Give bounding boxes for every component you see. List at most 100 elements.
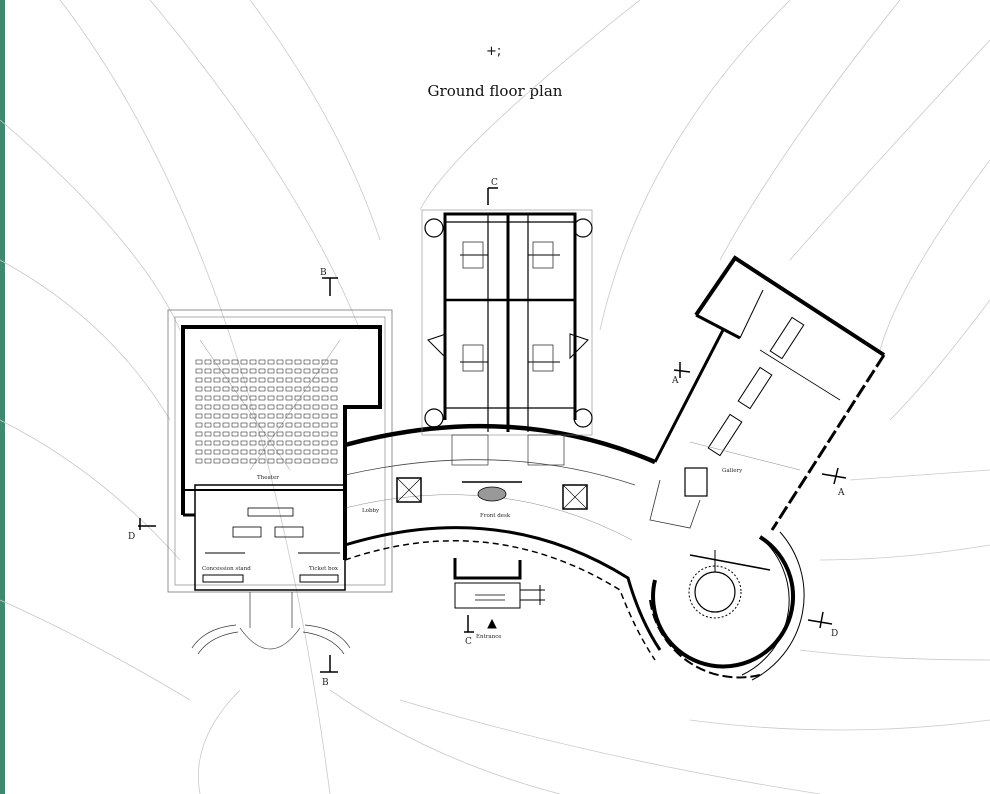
- theater-seat: [204, 422, 212, 428]
- theater-seat: [267, 395, 275, 401]
- theater-seat: [285, 458, 293, 464]
- theater-seat: [204, 440, 212, 446]
- theater-seat: [285, 413, 293, 419]
- gallery-wing: [649, 255, 886, 531]
- room-label-theater: Theater: [257, 475, 279, 481]
- theater-seat: [258, 431, 266, 437]
- theater-seat: [303, 395, 311, 401]
- theater-seat: [240, 458, 248, 464]
- theater-seat: [294, 440, 302, 446]
- theater-seat: [195, 458, 203, 464]
- theater-seat: [249, 440, 257, 446]
- theater-seat: [321, 413, 329, 419]
- theater-seat: [231, 368, 239, 374]
- theater-seat: [240, 404, 248, 410]
- theater-seat: [231, 386, 239, 392]
- theater-seat: [285, 422, 293, 428]
- theater-seat: [312, 449, 320, 455]
- theater-seat: [321, 422, 329, 428]
- theater-seat: [213, 458, 221, 464]
- theater-seat: [231, 377, 239, 383]
- theater-seat: [204, 404, 212, 410]
- theater-seat: [231, 413, 239, 419]
- theater-seat: [249, 431, 257, 437]
- theater-seat: [249, 413, 257, 419]
- theater-seat: [321, 386, 329, 392]
- theater-seat: [303, 440, 311, 446]
- theater-seat: [267, 413, 275, 419]
- theater-seat: [213, 431, 221, 437]
- theater-seat: [195, 431, 203, 437]
- theater-seat: [294, 368, 302, 374]
- theater-seat: [231, 422, 239, 428]
- theater-seat: [204, 458, 212, 464]
- theater-seat: [267, 431, 275, 437]
- theater-seat: [285, 377, 293, 383]
- north-symbol: +;: [486, 44, 502, 59]
- theater-seat: [294, 449, 302, 455]
- theater-seat: [294, 395, 302, 401]
- theater-seat: [240, 395, 248, 401]
- theater-seat: [222, 431, 230, 437]
- theater-seat: [303, 449, 311, 455]
- theater-seat: [285, 395, 293, 401]
- theater-seat: [204, 395, 212, 401]
- theater-block: [167, 309, 393, 593]
- theater-seat: [258, 413, 266, 419]
- theater-seat: [294, 422, 302, 428]
- theater-seat: [195, 386, 203, 392]
- theater-seat: [321, 431, 329, 437]
- theater-seat: [240, 422, 248, 428]
- theater-seat: [312, 386, 320, 392]
- theater-seat: [294, 404, 302, 410]
- room-label-ticket-box: Ticket box: [309, 566, 339, 572]
- section-label-a-top: A: [671, 376, 679, 386]
- theater-seat: [312, 422, 320, 428]
- theater-seat: [258, 386, 266, 392]
- theater-seat: [303, 368, 311, 374]
- theater-seat: [285, 431, 293, 437]
- section-label-a-bottom: A: [837, 488, 845, 498]
- theater-seat: [222, 449, 230, 455]
- section-label-b-bottom: B: [322, 678, 329, 688]
- theater-seat: [258, 449, 266, 455]
- theater-seat: [231, 449, 239, 455]
- theater-seat: [195, 422, 203, 428]
- room-label-concession-stand: Concession stand: [202, 566, 251, 572]
- theater-seat: [303, 413, 311, 419]
- theater-seat: [213, 386, 221, 392]
- theater-seat: [249, 377, 257, 383]
- theater-seat: [222, 386, 230, 392]
- theater-seat: [213, 359, 221, 365]
- theater-seat: [285, 359, 293, 365]
- theater-seat: [240, 413, 248, 419]
- room-label-entrance: Entrance: [476, 634, 502, 640]
- theater-seat: [312, 458, 320, 464]
- drawing-title: Ground floor plan: [427, 82, 563, 100]
- theater-seat: [195, 377, 203, 383]
- theater-seat: [222, 458, 230, 464]
- theater-seat: [240, 368, 248, 374]
- theater-seat: [195, 404, 203, 410]
- theater-seat: [303, 431, 311, 437]
- theater-seat: [222, 395, 230, 401]
- section-label-c-top: C: [491, 178, 498, 188]
- theater-seat: [294, 413, 302, 419]
- theater-seat: [204, 368, 212, 374]
- theater-seat: [231, 359, 239, 365]
- theater-seat: [285, 368, 293, 374]
- theater-seat: [249, 458, 257, 464]
- theater-seat: [258, 440, 266, 446]
- theater-seat: [195, 440, 203, 446]
- theater-seat: [213, 395, 221, 401]
- theater-seat: [303, 422, 311, 428]
- theater-seat: [285, 440, 293, 446]
- theater-seat: [204, 413, 212, 419]
- theater-seat: [213, 368, 221, 374]
- theater-seat: [330, 458, 338, 464]
- theater-seat: [321, 440, 329, 446]
- theater-seat: [267, 386, 275, 392]
- theater-seat: [213, 422, 221, 428]
- theater-seat: [330, 413, 338, 419]
- theater-seat: [258, 368, 266, 374]
